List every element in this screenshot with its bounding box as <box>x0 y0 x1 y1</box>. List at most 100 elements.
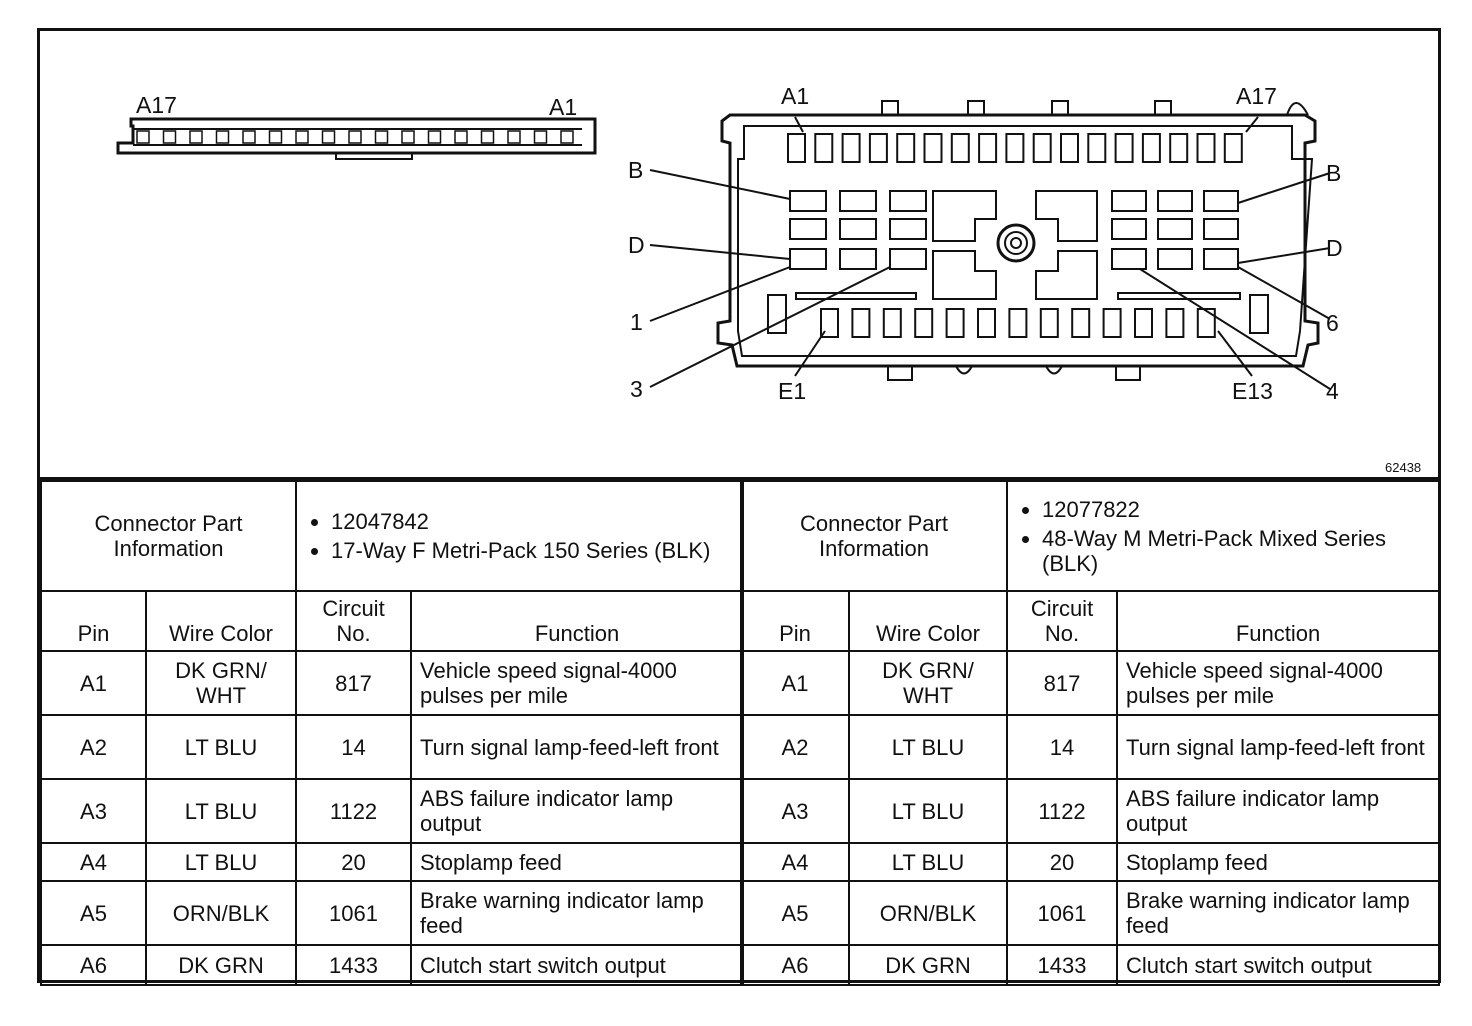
circuit-cell: 1122 <box>295 778 413 844</box>
pin-cavity <box>348 130 362 144</box>
right-connector-label-e1: E1 <box>778 378 806 404</box>
terminal-cavity <box>820 308 839 338</box>
left-connector-17-way <box>116 117 597 160</box>
terminal-cavity <box>1087 133 1107 163</box>
left-connector-label-a17: A17 <box>136 92 177 118</box>
terminal-cavity <box>1102 308 1122 338</box>
terminal-cavity <box>789 248 827 270</box>
function-cell: Stoplamp feed <box>410 842 745 882</box>
pin-cell: A4 <box>740 842 850 882</box>
circuit-cell: 1061 <box>1006 880 1119 946</box>
terminal-cavity <box>839 248 877 270</box>
table-row: A5 ORN/BLK 1061 Brake warning indicator … <box>740 880 1441 946</box>
terminal-cavity <box>868 133 888 163</box>
pin-cavity <box>454 130 468 144</box>
part-info-label: Connector Part Information <box>39 480 298 592</box>
terminal-cavity <box>1032 133 1052 163</box>
circuit-cell: 1433 <box>1006 944 1119 986</box>
right-connector-label-4: 4 <box>1326 378 1339 404</box>
right-connector-label-b-right: B <box>1326 160 1341 186</box>
terminal-cavity <box>1169 133 1189 163</box>
header-function: Function <box>1116 590 1441 652</box>
table-row: A1 DK GRN/ WHT 817 Vehicle speed signal-… <box>40 650 745 716</box>
leader-lines <box>649 116 1331 390</box>
header-row: Pin Wire Color Circuit No. Function <box>740 590 1441 652</box>
pin-cavity <box>215 130 230 144</box>
circuit-cell: 1122 <box>1006 778 1119 844</box>
right-connector-label-a1: A1 <box>781 83 809 109</box>
function-cell: Clutch start switch output <box>410 944 745 986</box>
part-info-list: 12047842 17-Way F Metri-Pack 150 Series … <box>305 509 734 563</box>
terminal-cavity <box>889 248 927 270</box>
terminal-cavity <box>882 308 902 338</box>
table-row: A3 LT BLU 1122 ABS failure indicator lam… <box>740 778 1441 844</box>
header-wire-color: Wire Color <box>847 590 1009 652</box>
wire-color-cell: DK GRN/ WHT <box>847 650 1009 716</box>
terminal-cavity <box>839 190 877 212</box>
terminal-cavity <box>1039 308 1059 338</box>
pin-cavity <box>401 130 415 144</box>
terminal-cavity <box>1111 190 1147 212</box>
pin-cavity <box>295 130 309 144</box>
wire-color-cell: LT BLU <box>144 778 298 844</box>
terminal-cavity <box>1157 248 1193 270</box>
part-description: 17-Way F Metri-Pack 150 Series (BLK) <box>331 538 734 563</box>
table-row: A1 DK GRN/ WHT 817 Vehicle speed signal-… <box>740 650 1441 716</box>
part-info-cell: 12077822 48-Way M Metri-Pack Mixed Serie… <box>1006 480 1441 592</box>
part-info-row: Connector Part Information 12077822 48-W… <box>739 480 1441 592</box>
pin-cavity <box>560 130 574 144</box>
terminal-cavity <box>841 133 861 163</box>
terminal-cavity <box>1111 218 1147 240</box>
pin-cavity <box>507 130 521 144</box>
connector-illustration: A17 A1 <box>116 83 1421 475</box>
wire-color-cell: DK GRN <box>847 944 1009 986</box>
circuit-cell: 817 <box>295 650 413 716</box>
terminal-cavity <box>1157 218 1193 240</box>
wire-color-cell: LT BLU <box>847 714 1009 780</box>
terminal-cavity <box>1196 308 1216 338</box>
function-cell: Brake warning indicator lamp feed <box>410 880 745 946</box>
wire-color-cell: LT BLU <box>144 842 298 882</box>
terminal-cavity <box>1203 248 1239 270</box>
part-number: 12077822 <box>1042 497 1430 522</box>
header-wire-color: Wire Color <box>144 590 298 652</box>
pin-cell: A2 <box>40 714 147 780</box>
part-info-cell: 12047842 17-Way F Metri-Pack 150 Series … <box>295 480 745 592</box>
terminal-cavity <box>977 308 996 338</box>
terminal-cavity <box>814 133 834 163</box>
terminal-cavity <box>1111 248 1147 270</box>
function-cell: Turn signal lamp-feed-left front <box>1116 714 1441 780</box>
function-cell: Stoplamp feed <box>1116 842 1441 882</box>
right-connector-label-d-right: D <box>1326 235 1343 261</box>
terminal-cavity <box>1141 133 1161 163</box>
terminal-cavity <box>889 218 927 240</box>
terminal-cavity <box>851 308 871 338</box>
header-row: Pin Wire Color Circuit No. Function <box>40 590 745 652</box>
terminal-cavity <box>1114 133 1134 163</box>
pin-cavity <box>268 130 283 144</box>
connector-diagram: A17 A1 <box>40 31 1438 477</box>
terminal-cavity <box>914 308 934 338</box>
header-circuit: Circuit No. <box>295 590 413 652</box>
terminal-cavity <box>1071 308 1091 338</box>
pin-cavity <box>189 130 203 144</box>
header-circuit: Circuit No. <box>1006 590 1119 652</box>
circuit-cell: 14 <box>1006 714 1119 780</box>
right-connector-label-b-left: B <box>628 157 643 183</box>
circuit-cell: 14 <box>295 714 413 780</box>
pin-cell: A1 <box>40 650 147 716</box>
wire-color-cell: DK GRN <box>144 944 298 986</box>
terminal-cavity <box>789 218 827 240</box>
pin-cell: A2 <box>740 714 850 780</box>
pin-cavity <box>533 130 548 144</box>
function-cell: Turn signal lamp-feed-left front <box>410 714 745 780</box>
part-number: 12047842 <box>331 509 734 534</box>
terminal-cavity <box>1005 133 1025 163</box>
connector-table-left: Connector Part Information 12047842 17-W… <box>39 480 745 986</box>
part-description: 48-Way M Metri-Pack Mixed Series (BLK) <box>1042 526 1430 576</box>
wire-color-cell: LT BLU <box>144 714 298 780</box>
right-connector-label-d-left: D <box>628 232 645 258</box>
terminal-cavity <box>789 190 827 212</box>
table-row: A2 LT BLU 14 Turn signal lamp-feed-left … <box>40 714 745 780</box>
pin-cell: A3 <box>40 778 147 844</box>
